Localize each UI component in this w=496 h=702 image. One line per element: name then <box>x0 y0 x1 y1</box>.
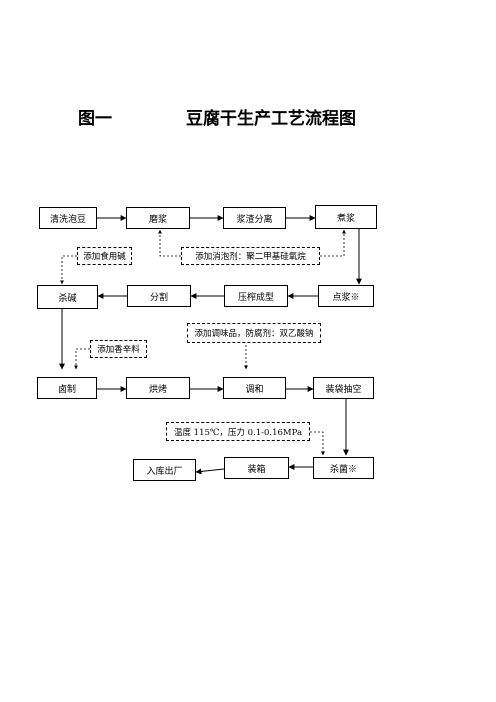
addition-sterilize-params: 温度 115℃，压力 0.1-0.16MPa <box>166 422 310 441</box>
step-coagulate: 点浆※ <box>318 285 374 307</box>
figure-number: 图一 <box>78 109 112 129</box>
dashed-arrow-sterilize-params <box>310 431 325 456</box>
step-pack: 装袋抽空 <box>313 377 374 399</box>
step-season: 调和 <box>223 377 286 399</box>
step-marinate: 卤制 <box>37 377 97 399</box>
step-grind: 磨浆 <box>126 207 190 229</box>
step-separate: 浆渣分离 <box>223 207 286 229</box>
step-bake: 烘烤 <box>126 377 190 399</box>
step-boil: 煮浆 <box>315 205 377 229</box>
step-cut: 分割 <box>127 285 191 307</box>
addition-flavoring: 添加调味品，防腐剂：双乙酸钠 <box>187 323 321 343</box>
dashed-arrow-spices <box>74 348 90 370</box>
step-store: 入库出厂 <box>133 459 196 481</box>
step-alkali: 杀碱 <box>37 285 98 309</box>
step-press: 压榨成型 <box>224 285 288 307</box>
dashed-arrow-defoamer-boil <box>320 229 346 257</box>
dashed-arrow-defoamer-grind <box>158 229 181 257</box>
step-sterilize: 杀菌※ <box>313 457 374 479</box>
dashed-arrow-edible-alkali <box>60 255 77 285</box>
addition-spices: 添加香辛料 <box>90 340 147 358</box>
arrow-box-store <box>195 468 225 475</box>
page-title: 豆腐干生产工艺流程图 <box>186 109 356 129</box>
addition-defoamer: 添加消泡剂：聚二甲基硅氧烷 <box>181 247 320 265</box>
step-wash: 清洗泡豆 <box>39 207 97 229</box>
step-box: 装箱 <box>224 457 289 479</box>
addition-edible-alkali: 添加食用碱 <box>77 247 132 265</box>
